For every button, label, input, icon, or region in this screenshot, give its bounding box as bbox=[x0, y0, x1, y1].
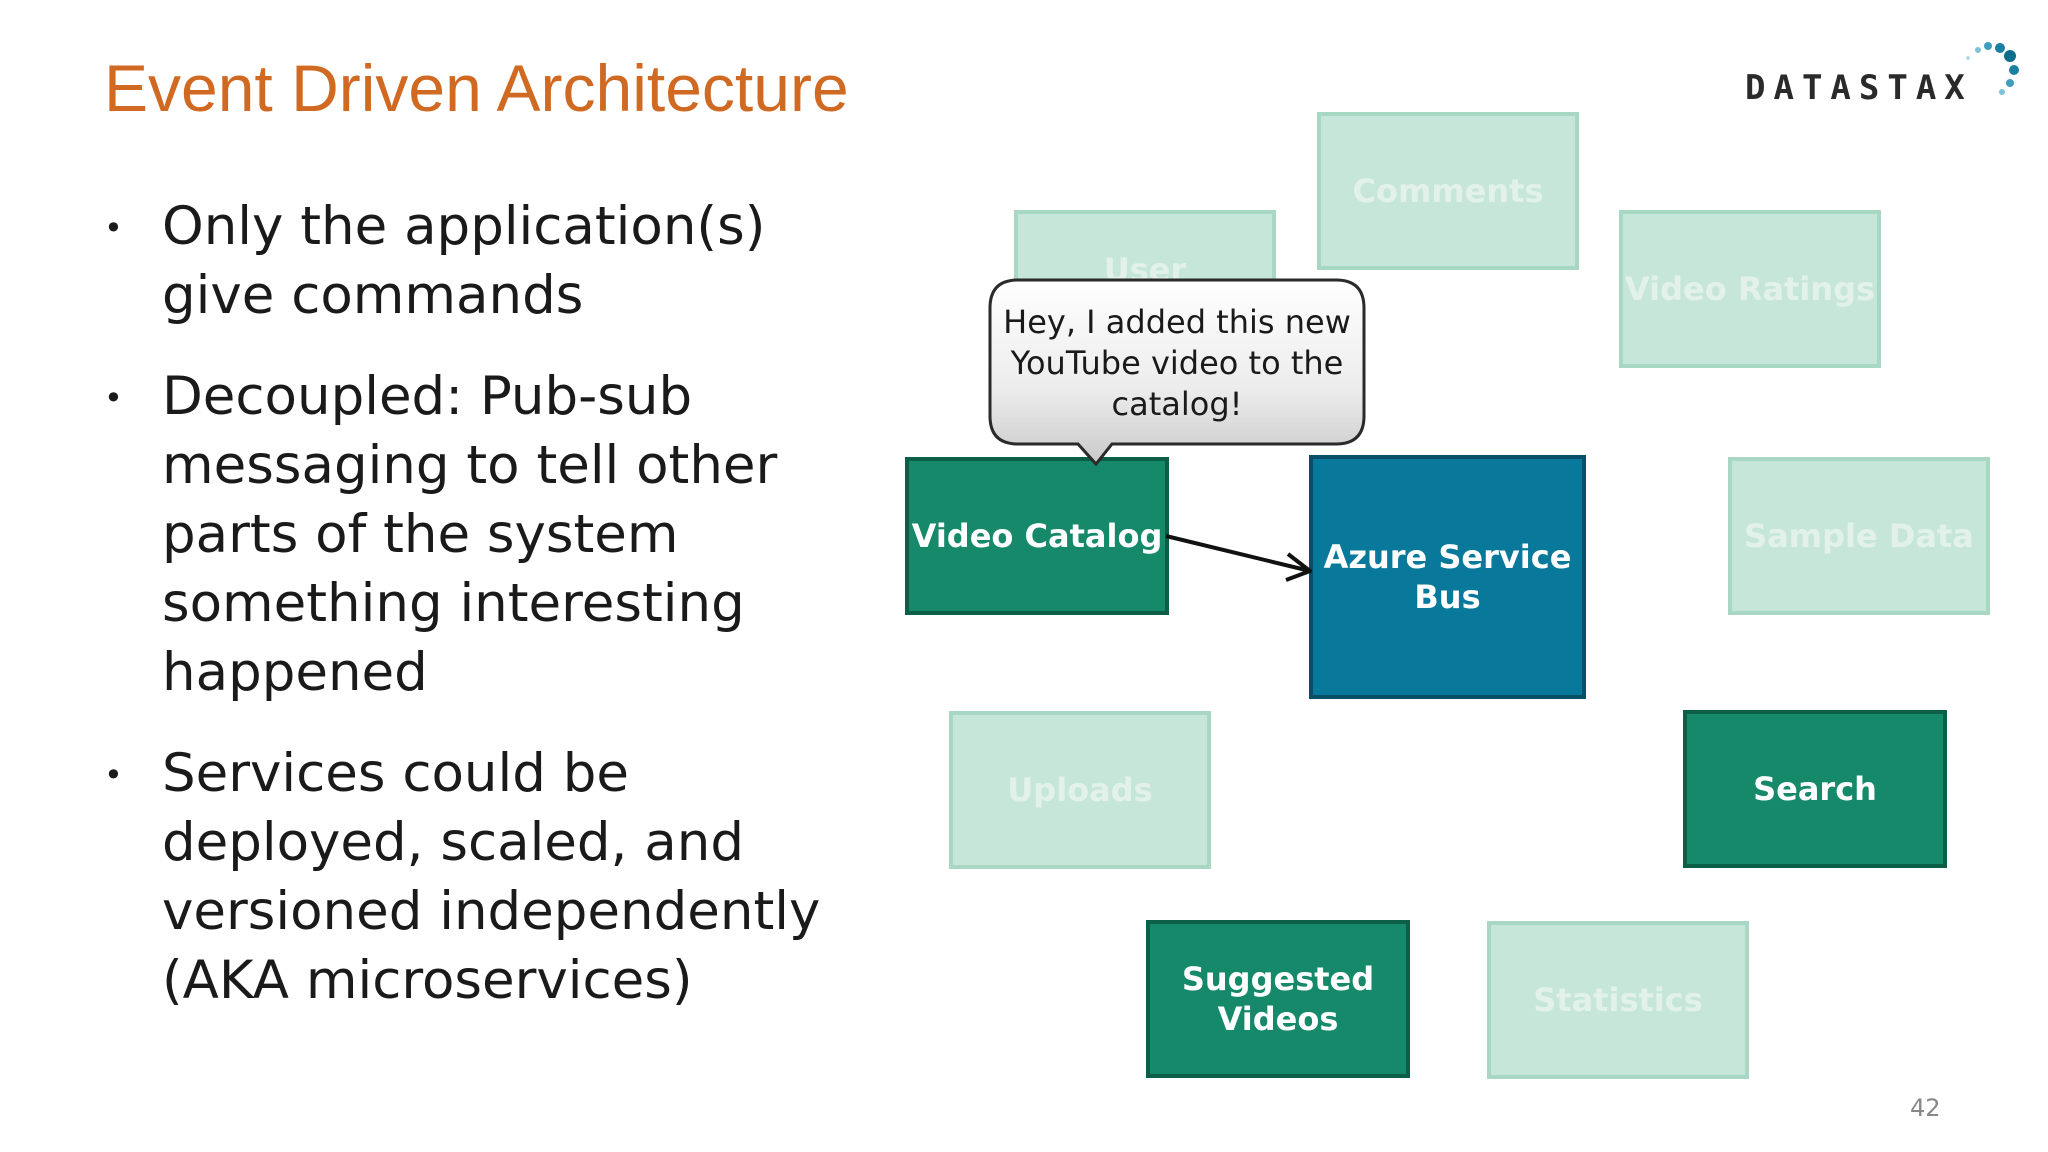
slide-title: Event Driven Architecture bbox=[104, 51, 849, 125]
node-suggested-videos: Suggested Videos bbox=[1146, 920, 1410, 1078]
bullet-item: Services could be deployed, scaled, and … bbox=[100, 739, 860, 1015]
speech-callout: Hey, I added this new YouTube video to t… bbox=[986, 276, 1368, 472]
node-comments: Comments bbox=[1317, 112, 1579, 270]
node-search: Search bbox=[1683, 710, 1947, 868]
node-uploads: Uploads bbox=[949, 711, 1211, 869]
speech-bubble-icon bbox=[988, 278, 1366, 467]
node-video-catalog: Video Catalog bbox=[905, 457, 1169, 615]
node-sample-data: Sample Data bbox=[1728, 457, 1990, 615]
node-azure-service-bus: Azure Service Bus bbox=[1309, 455, 1586, 699]
node-statistics: Statistics bbox=[1487, 921, 1749, 1079]
bullet-item: Decoupled: Pub-sub messaging to tell oth… bbox=[100, 362, 860, 707]
datastax-logo: DATASTAX bbox=[1745, 68, 1973, 108]
bullet-list: Only the application(s) give commands De… bbox=[100, 192, 860, 1047]
callout-text: Hey, I added this new YouTube video to t… bbox=[1003, 303, 1351, 423]
publish-arrow bbox=[1165, 534, 1312, 582]
datastax-logo-dots-icon bbox=[1966, 42, 2019, 95]
bullet-item: Only the application(s) give commands bbox=[100, 192, 860, 330]
page-number: 42 bbox=[1910, 1094, 1941, 1122]
node-video-ratings: Video Ratings bbox=[1619, 210, 1881, 368]
